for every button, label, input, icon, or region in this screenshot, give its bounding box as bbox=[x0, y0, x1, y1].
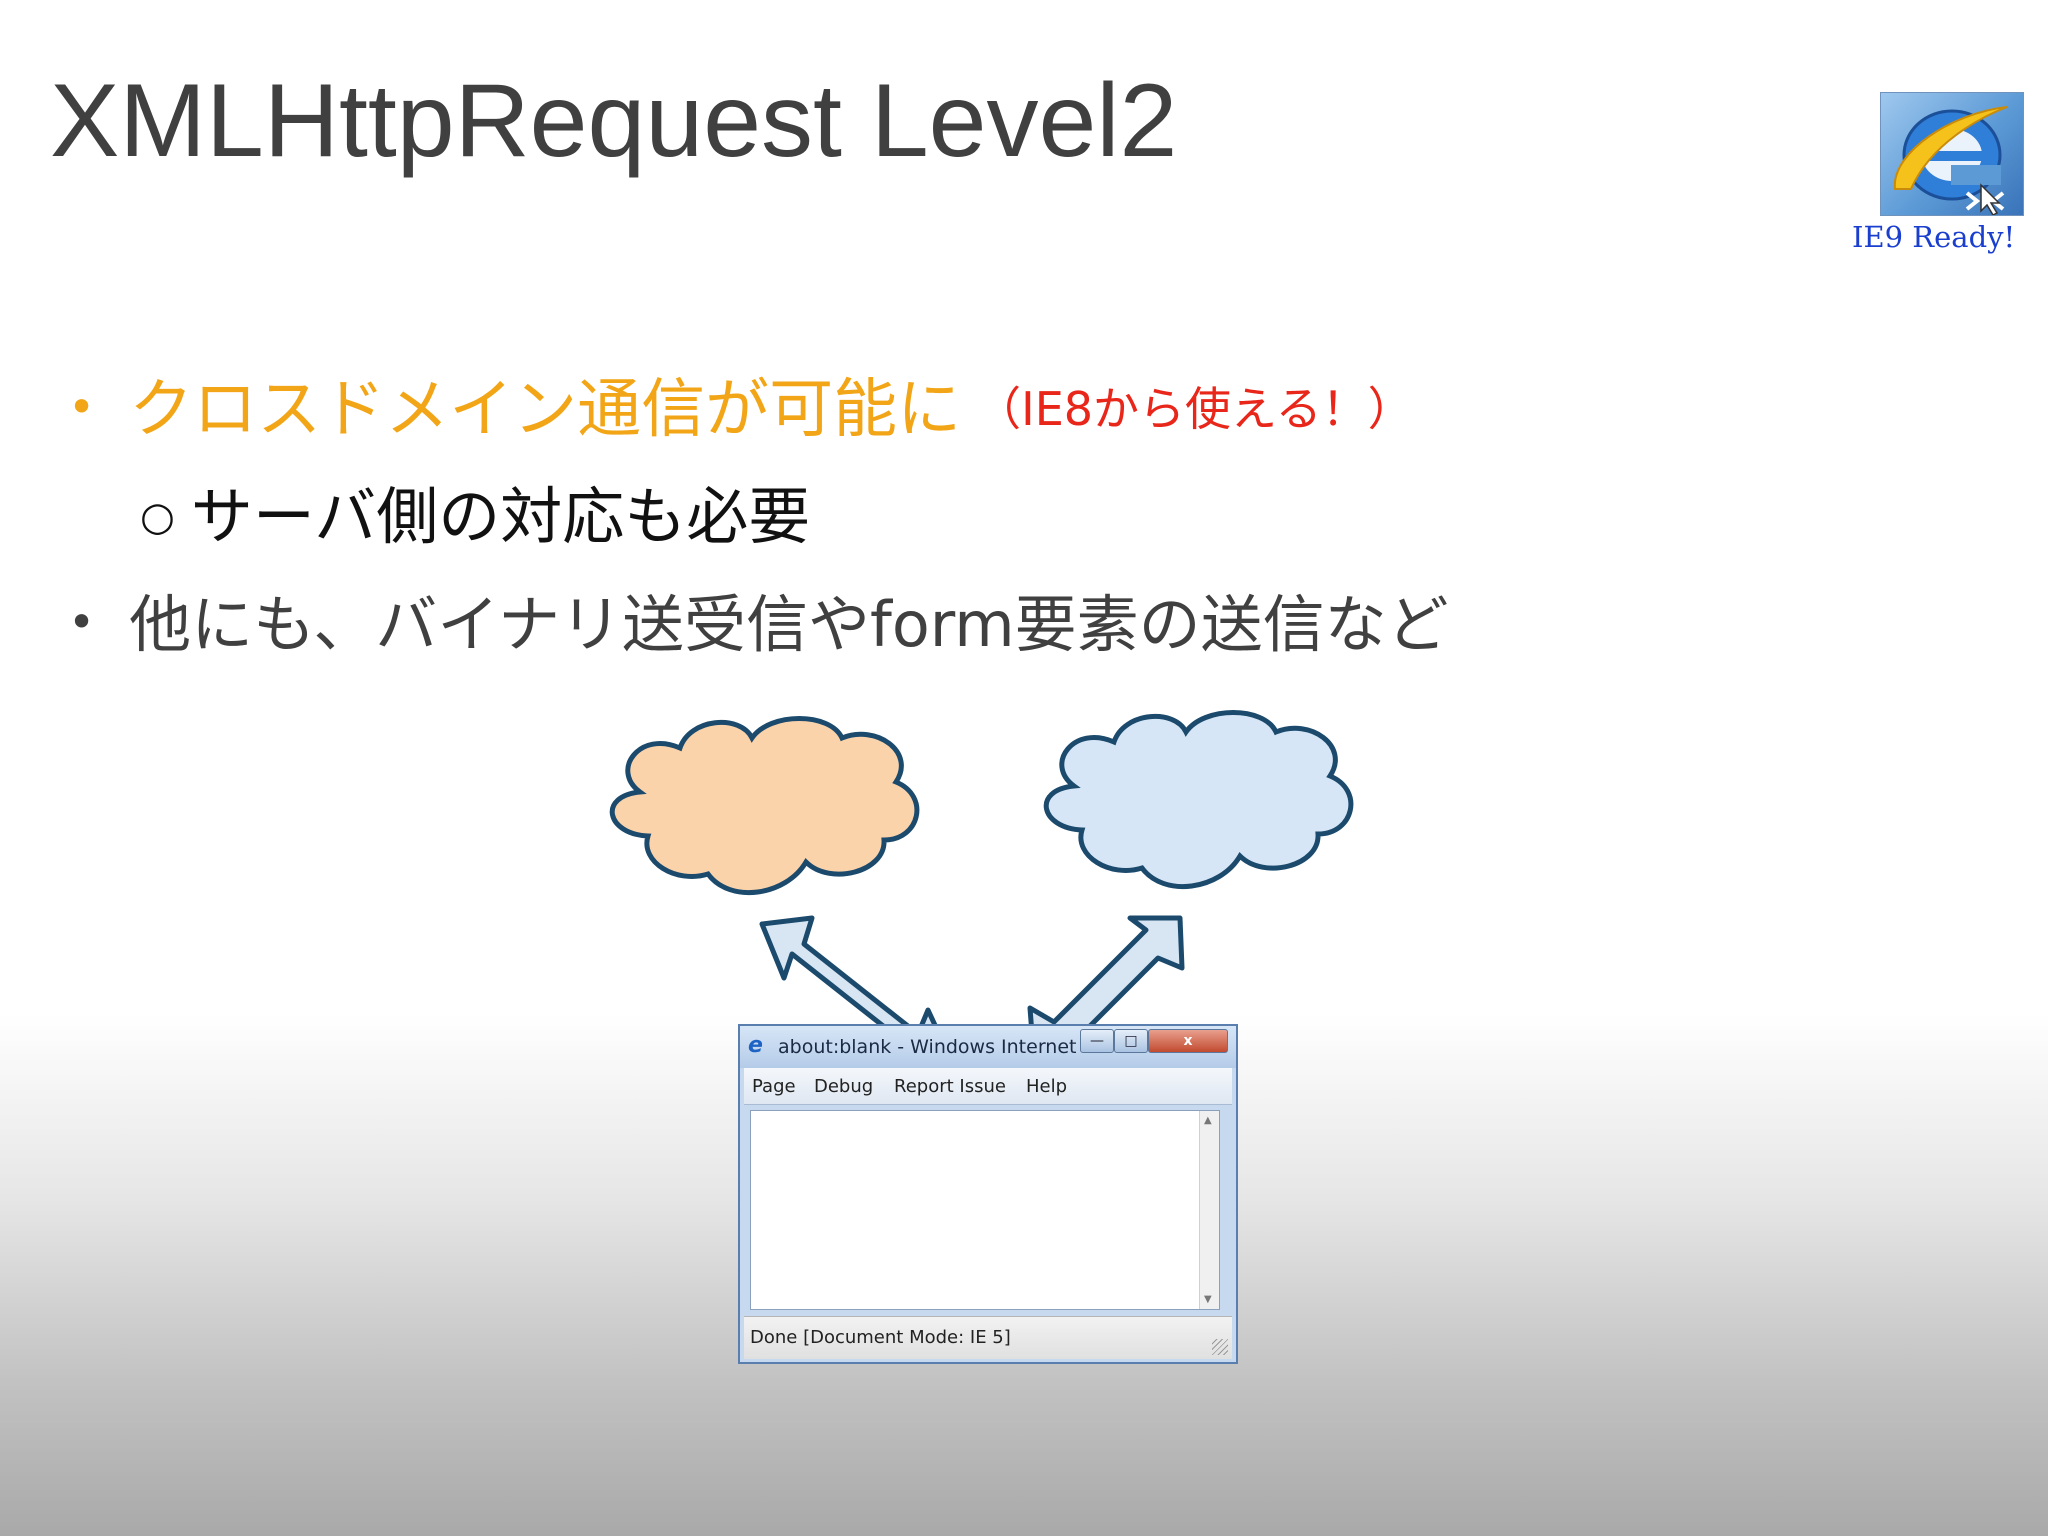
window-title: about:blank - Windows Internet Explorer bbox=[778, 1036, 1078, 1058]
window-titlebar[interactable]: e about:blank - Windows Internet Explore… bbox=[740, 1026, 1236, 1068]
menu-debug[interactable]: Debug bbox=[814, 1076, 874, 1097]
browser-window: e about:blank - Windows Internet Explore… bbox=[738, 1024, 1238, 1364]
remote-cloud bbox=[1043, 710, 1354, 890]
minimize-button[interactable]: — bbox=[1080, 1029, 1114, 1053]
ie9-ready-badge: IE9 Ready! bbox=[1852, 92, 2030, 254]
menu-bar: Page Debug Report Issue Help bbox=[744, 1068, 1232, 1105]
resize-grip-icon[interactable] bbox=[1212, 1339, 1228, 1355]
subbullet-server-support: ○ サーバ側の対応も必要 bbox=[140, 466, 810, 556]
page-content-area[interactable]: ▲ ▼ bbox=[750, 1110, 1220, 1310]
bullet-text: クロスドメイン通信が可能に bbox=[129, 373, 962, 447]
bullet-text: 他にも、バイナリ送受信やform要素の送信など bbox=[129, 588, 1449, 661]
subbullet-text: サーバ側の対応も必要 bbox=[190, 480, 811, 553]
subbullet-marker: ○ bbox=[140, 494, 175, 540]
ie9-ready-caption: IE9 Ready! bbox=[1852, 220, 2016, 254]
bullet-cross-domain: • クロスドメイン通信が可能に（IE8から使える！） bbox=[68, 358, 1414, 450]
menu-report-issue[interactable]: Report Issue bbox=[894, 1076, 1006, 1097]
vertical-scrollbar[interactable]: ▲ ▼ bbox=[1199, 1111, 1219, 1309]
menu-page[interactable]: Page bbox=[752, 1076, 796, 1097]
origin-cloud bbox=[609, 716, 920, 896]
menu-help[interactable]: Help bbox=[1026, 1076, 1068, 1097]
status-text: Done [Document Mode: IE 5] bbox=[750, 1327, 1011, 1348]
status-bar: Done [Document Mode: IE 5] bbox=[744, 1316, 1232, 1359]
slide-title: XMLHttpRequest Level2 bbox=[50, 63, 1178, 179]
bullet-note: （IE8から使える！） bbox=[975, 382, 1414, 436]
scroll-up-icon[interactable]: ▲ bbox=[1204, 1115, 1212, 1126]
ie-window-icon: e bbox=[748, 1033, 763, 1058]
close-button[interactable]: x bbox=[1148, 1029, 1228, 1053]
bullet-other-features: • 他にも、バイナリ送受信やform要素の送信など bbox=[68, 574, 1449, 664]
scroll-down-icon[interactable]: ▼ bbox=[1204, 1294, 1212, 1305]
maximize-button[interactable]: □ bbox=[1114, 1029, 1148, 1053]
bullet-marker: • bbox=[68, 380, 96, 434]
bullet-marker: • bbox=[68, 595, 96, 649]
internet-explorer-icon bbox=[1880, 92, 2024, 216]
